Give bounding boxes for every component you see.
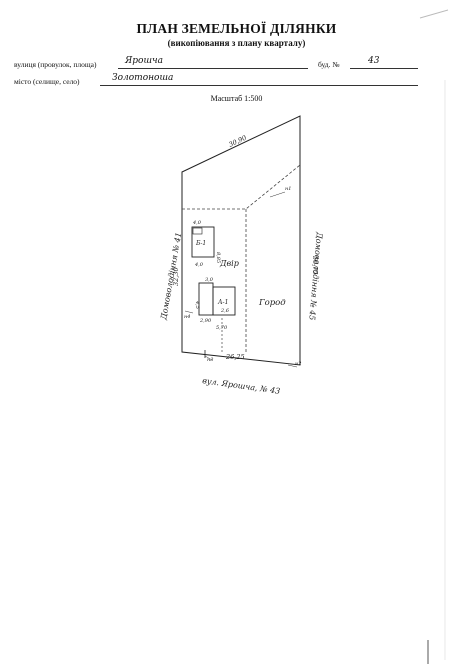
house-a-outline: [212, 286, 236, 316]
yard-label: Двір: [219, 259, 239, 268]
house-a-dims: 2,6: [220, 308, 230, 314]
city-label: місто (селище, село): [14, 77, 80, 86]
dim-left: 32,30: [172, 267, 180, 286]
building-b-outline: [191, 226, 215, 258]
page-title: ПЛАН ЗЕМЕЛЬНОЇ ДІЛЯНКИ: [136, 21, 337, 36]
street-value: Ярошча: [125, 56, 163, 66]
margin-mark: [419, 9, 449, 19]
point-leader: [184, 310, 194, 314]
city-value: Золотоноша: [112, 73, 174, 83]
building-b-porch: [192, 227, 203, 235]
point-leader: [287, 364, 298, 368]
point-n1: н1: [285, 186, 291, 192]
small-dim: 8,85: [215, 252, 221, 263]
small-dim: 4,5: [194, 300, 200, 309]
street-bottom-label: вул. Ярошча, № 43: [202, 376, 281, 396]
small-dim: 4,0: [194, 262, 204, 268]
street-underline: [118, 68, 308, 69]
point-n4: н4: [184, 314, 190, 320]
house-a-annex: [198, 282, 214, 316]
neighbor-right-label: Домоволодіння № 45: [307, 231, 324, 321]
dim-top: 30,90: [227, 134, 247, 149]
garden-label: Город: [258, 298, 286, 308]
building-value: 43: [368, 56, 380, 66]
parcel-boundary: [181, 115, 301, 366]
street-label: вулиця (провулок, площа): [14, 60, 97, 69]
point-n2: н2: [295, 361, 301, 367]
small-dim: 5,70: [216, 325, 228, 331]
page-subtitle: (викопіювання з плану кварталу): [167, 38, 306, 48]
building-b-label: Б-1: [195, 240, 206, 247]
small-dim: 2,90: [199, 318, 212, 324]
dim-bottom: 26,25: [225, 353, 245, 361]
building-underline: [350, 68, 418, 69]
house-a-label: А-1: [217, 299, 228, 306]
small-dim: 4,0: [192, 220, 202, 226]
scale-label: Масштаб 1:500: [210, 94, 263, 103]
yard-boundary: [182, 164, 301, 210]
building-label: буд. №: [318, 60, 340, 69]
point-leader: [269, 191, 286, 198]
point-n3: н3: [207, 357, 213, 363]
small-dim: 3,0: [205, 277, 214, 283]
city-underline: [100, 85, 418, 86]
point-leader: [204, 355, 213, 361]
dim-right: 56,75: [311, 256, 319, 275]
